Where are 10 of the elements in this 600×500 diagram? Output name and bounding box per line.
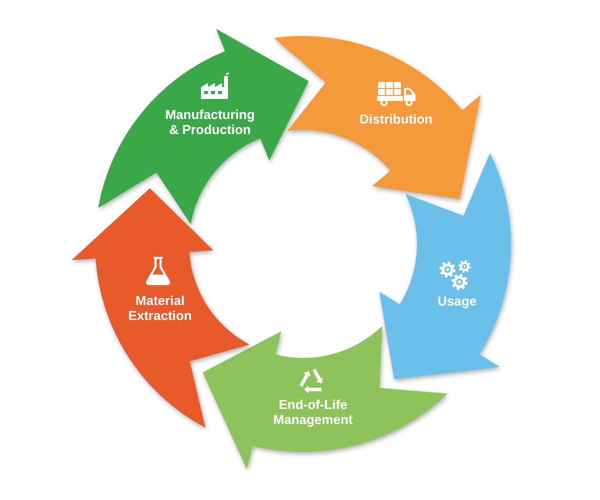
stage-label: Usage xyxy=(437,294,477,308)
stage-label: End-of-Life Management xyxy=(272,397,354,427)
curved-arrow-segment xyxy=(202,326,448,470)
curved-arrow-segment xyxy=(98,28,309,225)
curved-arrow-segment xyxy=(71,188,250,428)
curved-arrow-segment xyxy=(274,36,481,200)
stage-label: Manufacturing & Production xyxy=(164,107,256,137)
stage-label: Distribution xyxy=(360,112,432,126)
curved-arrow-segment xyxy=(379,152,511,380)
stage-label: Material Extraction xyxy=(127,293,193,323)
